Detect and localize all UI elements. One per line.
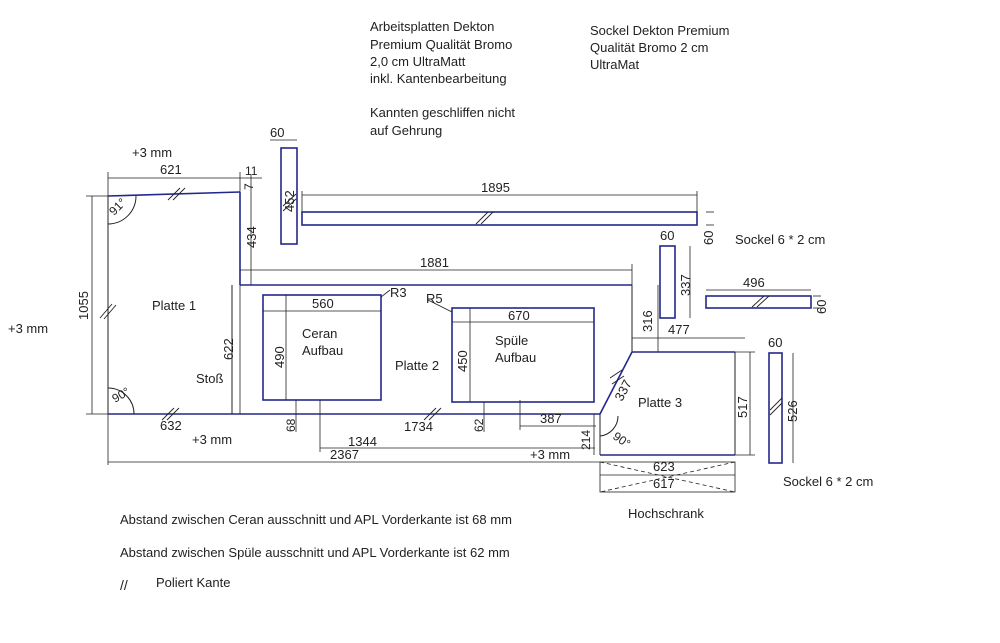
tall-cabinet-outline <box>599 461 736 493</box>
spuele-label-line: Spüle <box>495 333 528 348</box>
dim-670: 670 <box>508 308 530 323</box>
worktop-spec-note: Arbeitsplatten Dekton Premium Qualität B… <box>370 19 515 138</box>
ceran-cutout <box>262 294 382 401</box>
edge-note-line: auf Gehrung <box>370 123 442 138</box>
plinth-1-length: 452 <box>282 190 297 212</box>
tolerance-bottom-left: +3 mm <box>192 432 232 447</box>
ceran-label-line: Aufbau <box>302 343 343 358</box>
tolerance-bottom-right: +3 mm <box>530 447 570 462</box>
dim-11: 11 <box>245 164 258 178</box>
angle-91: 91° <box>106 195 129 218</box>
dim-490: 490 <box>272 346 287 368</box>
dim-1734: 1734 <box>404 419 433 434</box>
legend-label: Poliert Kante <box>156 575 230 590</box>
dim-560: 560 <box>312 296 334 311</box>
platte-3-outline <box>599 351 736 456</box>
edge-note-line: Kannten geschliffen nicht <box>370 105 515 120</box>
worktop-spec-line: 2,0 cm UltraMatt <box>370 54 466 69</box>
plinth-2-length: 1895 <box>481 180 510 195</box>
joint-label: Stoß <box>196 371 224 386</box>
dim-62: 62 <box>472 418 486 432</box>
platte-2-outline <box>231 284 633 415</box>
dim-477: 477 <box>668 322 690 337</box>
dim-632: 632 <box>160 418 182 433</box>
plinth-3-width: 60 <box>660 228 674 243</box>
ceran-distance-note: Abstand zwischen Ceran ausschnitt und AP… <box>120 512 512 527</box>
dim-1344: 1344 <box>348 434 377 449</box>
spuele-label-line: Aufbau <box>495 350 536 365</box>
tolerance-top: +3 mm <box>132 145 172 160</box>
plinth-5-length: 526 <box>785 400 800 422</box>
legend-symbol: // <box>120 577 128 593</box>
dim-r5: R5 <box>426 291 443 306</box>
worktop-spec-line: Arbeitsplatten Dekton <box>370 19 494 34</box>
platte-2-label: Platte 2 <box>395 358 439 373</box>
sockel-label-bottom: Sockel 6 * 2 cm <box>783 474 873 489</box>
plinth-spec-note: Sockel Dekton Premium Qualität Bromo 2 c… <box>590 23 729 72</box>
worktop-spec-line: Premium Qualität Bromo <box>370 37 512 52</box>
platte-3-label: Platte 3 <box>638 395 682 410</box>
dim-1055: 1055 <box>76 291 91 320</box>
dim-387: 387 <box>540 411 562 426</box>
dim-517: 517 <box>735 396 750 418</box>
plinth-3-length: 337 <box>678 274 693 296</box>
tolerance-left: +3 mm <box>8 321 48 336</box>
tall-cabinet-label: Hochschrank <box>628 506 704 521</box>
polished-edge-marks <box>99 187 625 421</box>
platte-1-outline <box>107 191 241 415</box>
plinth-1-width: 60 <box>270 125 284 140</box>
dim-214: 214 <box>579 430 593 450</box>
platte-1-label: Platte 1 <box>152 298 196 313</box>
plinth-4-height: 60 <box>814 300 829 314</box>
ceran-label-line: Ceran <box>302 326 337 341</box>
plinth-spec-line: Qualität Bromo 2 cm <box>590 40 709 55</box>
dim-316: 316 <box>640 310 655 332</box>
dim-623: 623 <box>653 459 675 474</box>
dim-450: 450 <box>455 350 470 372</box>
dim-617: 617 <box>653 476 675 491</box>
angle-90-right: 90° <box>610 429 633 451</box>
plinth-60x452 <box>280 147 298 245</box>
angle-90-left: 90° <box>110 384 133 405</box>
plinth-1895x60 <box>301 211 698 226</box>
dim-2367: 2367 <box>330 447 359 462</box>
dim-337-diagonal: 337 <box>611 377 634 403</box>
plinth-spec-line: Sockel Dekton Premium <box>590 23 729 38</box>
plinth-4-length: 496 <box>743 275 765 290</box>
dim-7: 7 <box>242 183 256 190</box>
plinth-2-height: 60 <box>701 231 716 245</box>
plinth-60x526 <box>768 352 783 464</box>
plinth-5-width: 60 <box>768 335 782 350</box>
dim-434: 434 <box>244 226 259 248</box>
dim-621: 621 <box>160 162 182 177</box>
dim-1881: 1881 <box>420 255 449 270</box>
worktop-spec-line: inkl. Kantenbearbeitung <box>370 71 507 86</box>
dim-68: 68 <box>284 418 298 432</box>
dim-622: 622 <box>221 338 236 360</box>
dim-r3: R3 <box>390 285 407 300</box>
plinth-spec-line: UltraMat <box>590 57 640 72</box>
spuele-cutout <box>451 307 595 403</box>
sockel-label-top: Sockel 6 * 2 cm <box>735 232 825 247</box>
spuele-distance-note: Abstand zwischen Spüle ausschnitt und AP… <box>120 545 510 560</box>
plinth-60x337 <box>659 245 676 319</box>
plinth-496x60 <box>705 295 812 309</box>
